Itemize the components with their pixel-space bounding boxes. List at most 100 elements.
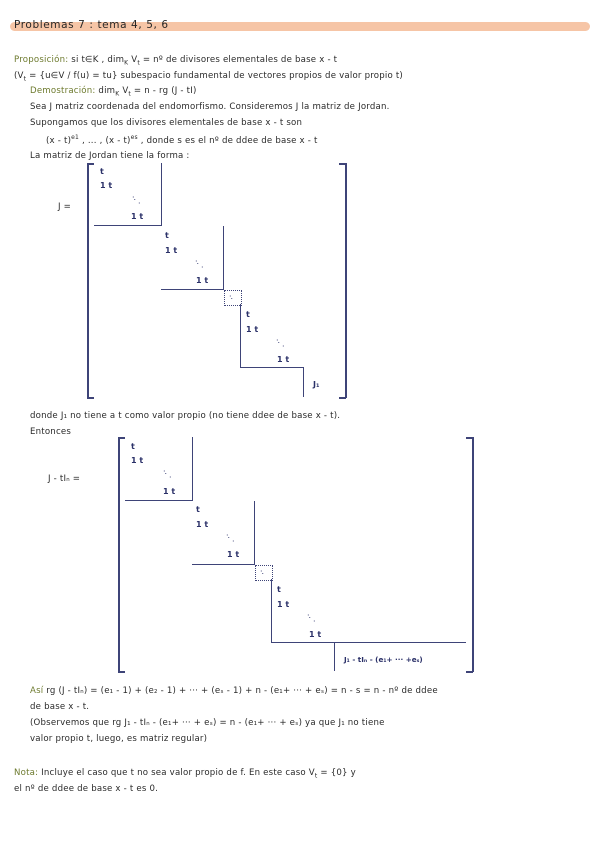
nota-line-2: el nº de ddee de base x - t es 0. [14, 784, 159, 794]
nota-sub-t: t [314, 772, 318, 780]
block-line [161, 163, 163, 226]
m2-block3-1t: 1 t [277, 600, 290, 609]
block-line [240, 367, 304, 369]
dots: ·. [260, 567, 264, 576]
proposition-line-2: (Vt = {u∈V / f(u) = tu} subespacio funda… [14, 71, 403, 83]
divisor-last: , ... , (x - t) [79, 135, 131, 146]
m2-block1-1t-end: 1 t [163, 487, 176, 496]
demo-formula-2: V [119, 86, 129, 96]
demo-sub-t: t [128, 90, 131, 98]
dots: ·. [226, 531, 230, 540]
nota-text: Incluye el caso que t no sea valor propi… [38, 768, 315, 778]
block-line [125, 500, 193, 502]
dots: ·. [195, 257, 199, 266]
dots: ·. [276, 336, 280, 345]
text-line-3: (x - t)e1 , ... , (x - t)es , donde s es… [46, 134, 318, 146]
conclusion-line-1: Así rg (J - tIₙ) = (e₁ - 1) + (e₂ - 1) +… [30, 686, 438, 696]
bracket-serif [339, 397, 346, 399]
middle-dotted-block [224, 290, 242, 306]
block-line [303, 367, 305, 397]
proposition-label: Proposición: [14, 55, 69, 65]
subscript-t: t [137, 59, 140, 67]
demo-sub-k: K [115, 90, 120, 98]
block-line [161, 289, 224, 291]
bracket-serif [118, 671, 125, 673]
entonces-line: Entonces [30, 427, 72, 437]
text-line-4: La matriz de Jordan tiene la forma : [30, 151, 190, 161]
block-line [94, 225, 162, 227]
title-highlight [10, 22, 590, 31]
block3-1t: 1 t [246, 325, 259, 334]
vt-definition: = {u∈V / f(u) = tu} subespacio fundament… [26, 71, 403, 81]
block2-t: t [165, 231, 169, 240]
matrix2-left-bracket [118, 437, 120, 672]
block-line [271, 579, 273, 643]
nota-label: Nota: [14, 768, 39, 778]
matrix1-label: J = [58, 202, 72, 212]
m2-block3-1t-end: 1 t [309, 630, 322, 639]
matrix1-right-bracket [345, 163, 347, 398]
dots: · [313, 617, 315, 626]
block1-1t: 1 t [100, 181, 113, 190]
proposition-text-1: si t∈K , dim [71, 55, 125, 65]
conclusion-line-2: de base x - t. [30, 702, 90, 712]
proposition-text-2: V [128, 55, 138, 65]
m2-block1-t: t [131, 442, 135, 451]
dots: ·. [229, 292, 233, 301]
block-line [192, 437, 194, 501]
demonstration-label: Demostración: [30, 86, 96, 96]
exponent-e1: e1 [71, 134, 80, 141]
nota-line-1: Nota: Incluye el caso que t no sea valor… [14, 768, 356, 780]
m2-middle-dotted-block [255, 565, 273, 581]
divisor-count-text: , donde s es el nº de ddee de base x - t [137, 135, 318, 146]
matrix2-label: J - tIₙ = [48, 474, 81, 484]
m2-block3-t: t [277, 585, 281, 594]
m2-block1-1t: 1 t [131, 456, 144, 465]
matrix2-right-bracket [472, 437, 474, 672]
block-line [192, 564, 255, 566]
m2-block2-1t: 1 t [196, 520, 209, 529]
m2-block-j1: J₁ - tIₙ - (e₁+ ··· +eₛ) [344, 655, 423, 664]
page-title: Problemas 7 : tema 4, 5, 6 [14, 19, 169, 31]
block1-1t-end: 1 t [131, 212, 144, 221]
matrix1-left-bracket [87, 163, 89, 398]
bracket-serif [87, 397, 94, 399]
bracket-serif [118, 437, 125, 439]
conclusion-line-3: (Observemos que rg J₁ - tIₙ - (e₁+ ··· +… [30, 718, 385, 728]
vt-open: (V [14, 71, 24, 81]
proposition-line-1: Proposición: si t∈K , dimK Vt = nº de di… [14, 55, 337, 67]
demonstration-line: Demostración: dimK Vt = n - rg (J - tI) [30, 86, 197, 98]
dots: · [232, 537, 234, 546]
exponent-es: es [130, 134, 138, 141]
block-line [254, 501, 256, 565]
bracket-serif [87, 163, 94, 165]
block-j1: J₁ [313, 380, 320, 389]
demo-formula-3: = n - rg (J - tI) [130, 86, 197, 96]
asi-label: Así [30, 686, 44, 696]
m2-block2-1t-end: 1 t [227, 550, 240, 559]
m2-block2-t: t [196, 505, 200, 514]
text-line-1: Sea J matriz coordenada del endomorfismo… [30, 102, 390, 112]
dots: · [169, 473, 171, 482]
nota-text-end: = {0} y [317, 768, 356, 778]
vt-sub: t [23, 75, 27, 83]
block3-t: t [246, 310, 250, 319]
block3-1t-end: 1 t [277, 355, 290, 364]
block2-1t: 1 t [165, 246, 178, 255]
proposition-text-3: = nº de divisores elementales de base x … [139, 55, 338, 65]
block-line [223, 226, 225, 290]
text-line-2: Supongamos que los divisores elementales… [30, 118, 303, 128]
bracket-serif [466, 437, 473, 439]
bracket-serif [339, 163, 346, 165]
dots: · [201, 263, 203, 272]
donde-line: donde J₁ no tiene a t como valor propio … [30, 411, 341, 421]
rank-formula: rg (J - tIₙ) = (e₁ - 1) + (e₂ - 1) + ···… [43, 686, 438, 696]
demo-formula-1: dim [95, 86, 116, 96]
block-line [240, 304, 242, 368]
divisor-first: (x - t) [46, 135, 72, 146]
dots: ·. [163, 467, 167, 476]
conclusion-line-4: valor propio t, luego, es matriz regular… [30, 734, 208, 744]
subscript-k: K [124, 59, 129, 67]
block1-dots: ·. [132, 193, 136, 202]
dots: · [138, 199, 140, 208]
